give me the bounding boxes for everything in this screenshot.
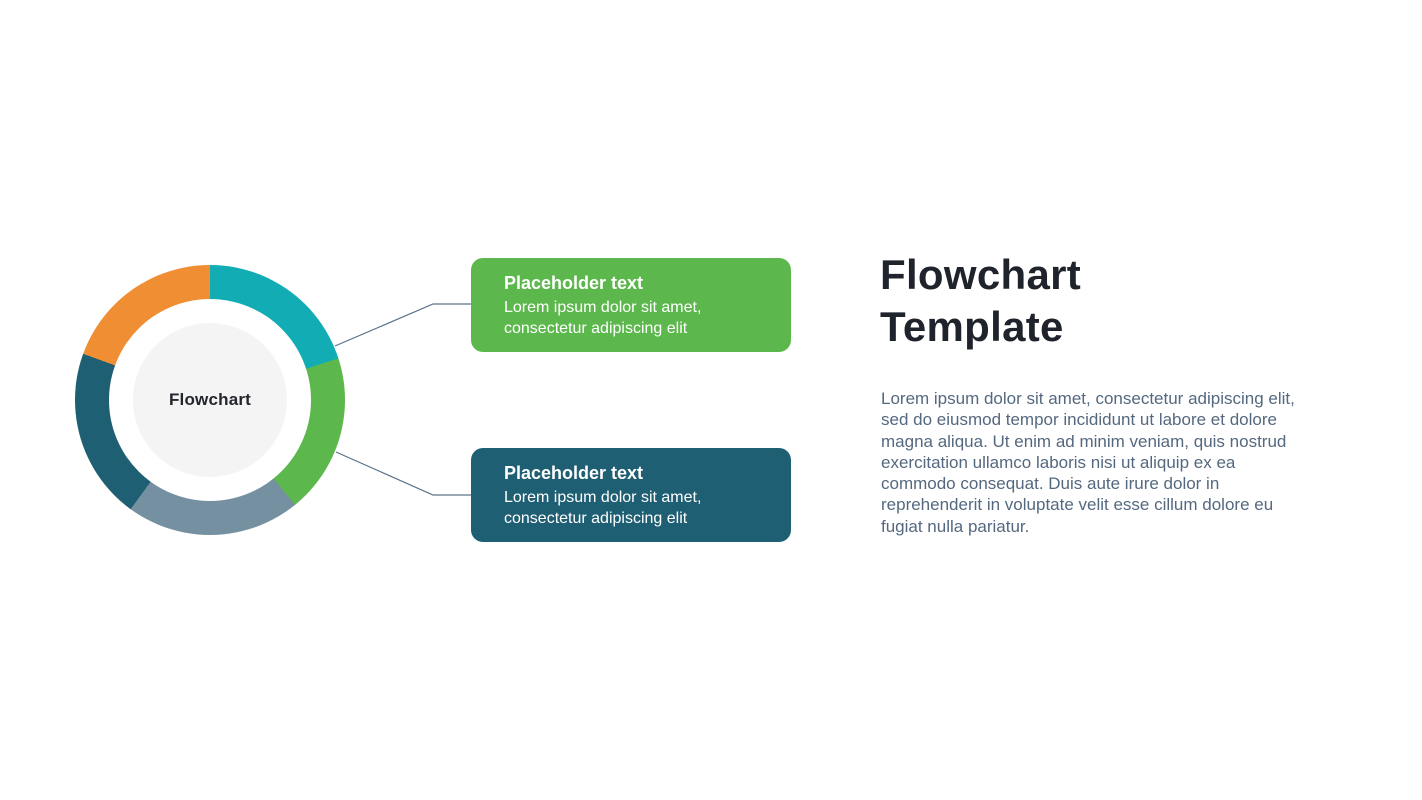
callout-body: Lorem ipsum dolor sit amet, consectetur … xyxy=(504,489,702,527)
connector-line-top xyxy=(334,303,471,347)
callout-heading: Placeholder text xyxy=(504,463,644,483)
slide-title: Flowchart Template xyxy=(880,251,1082,350)
callout-heading: Placeholder text xyxy=(504,273,644,293)
donut-ring: Flowchart xyxy=(75,265,345,535)
donut-center-label: Flowchart xyxy=(168,390,252,409)
connector-line-bottom xyxy=(335,451,471,496)
donut-center-circle: Flowchart xyxy=(133,323,287,477)
callout-box-2: Placeholder text Lorem ipsum dolor sit a… xyxy=(471,448,791,542)
callout-body: Lorem ipsum dolor sit amet, consectetur … xyxy=(504,299,702,337)
callout-box-1: Placeholder text Lorem ipsum dolor sit a… xyxy=(471,258,791,352)
donut-hole: Flowchart xyxy=(109,299,311,501)
slide-paragraph: Lorem ipsum dolor sit amet, consectetur … xyxy=(881,389,1295,536)
